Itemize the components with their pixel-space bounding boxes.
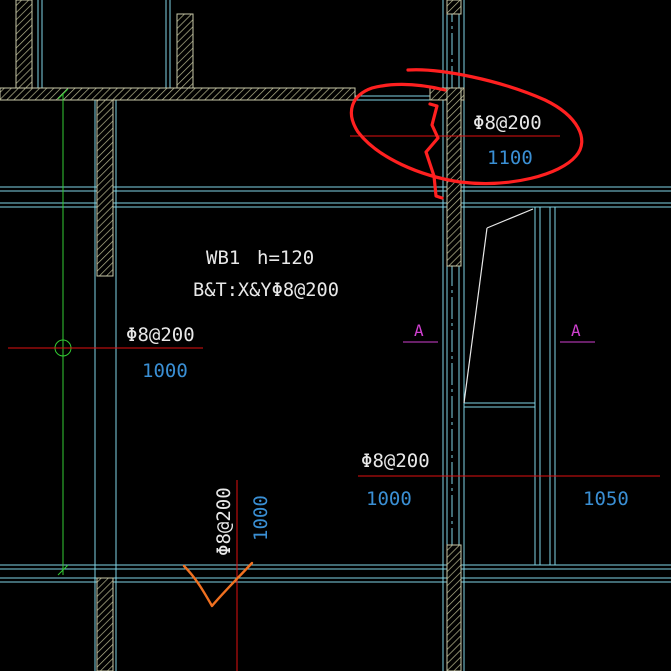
rebar-lines <box>8 135 660 671</box>
wall-left-lower <box>96 577 114 671</box>
slab-name: WB1 <box>206 247 240 269</box>
wall-top-run <box>0 87 356 101</box>
wall-top-right-stub <box>446 0 462 15</box>
labels: WB1 h=120 B&T:X&YΦ8@200 Φ8@200 1100 Φ8@2… <box>126 110 671 556</box>
door-swing-diagonal <box>463 227 488 404</box>
grid-axis <box>54 88 72 576</box>
walls <box>0 0 465 671</box>
markup-annotations <box>182 68 584 608</box>
markup-red-circle <box>349 68 584 186</box>
rebar-vertical-length: 1000 <box>250 495 272 541</box>
markup-red-hook <box>424 102 444 200</box>
axis-tick-top <box>57 88 69 100</box>
slab-reinforcement: B&T:X&YΦ8@200 <box>193 279 339 301</box>
door-swing-top <box>486 208 534 229</box>
axis-tick-bottom <box>57 564 69 576</box>
rebar-vertical-spec: Φ8@200 <box>213 487 235 556</box>
wall-center-upper <box>446 87 462 267</box>
wall-top-left-pier <box>15 0 33 91</box>
rebar-top-right-spec: Φ8@200 <box>473 112 542 134</box>
section-mark-left: A <box>414 321 424 340</box>
door-swing <box>463 208 534 404</box>
rebar-top-right-length: 1100 <box>487 147 533 169</box>
markup-orange-check <box>182 561 254 608</box>
slab-thickness: h=120 <box>257 247 314 269</box>
rebar-mid-length: 1000 <box>366 488 412 510</box>
wall-center-lower <box>446 544 462 671</box>
wall-left-upper <box>96 99 114 277</box>
rebar-mid-spec: Φ8@200 <box>361 450 430 472</box>
rebar-left-length: 1000 <box>142 360 188 382</box>
wall-top-mid-pier <box>176 13 194 91</box>
section-mark-right: A <box>571 321 581 340</box>
rebar-mid-right-length: 1050 <box>583 488 629 510</box>
rebar-left-spec: Φ8@200 <box>126 324 195 346</box>
